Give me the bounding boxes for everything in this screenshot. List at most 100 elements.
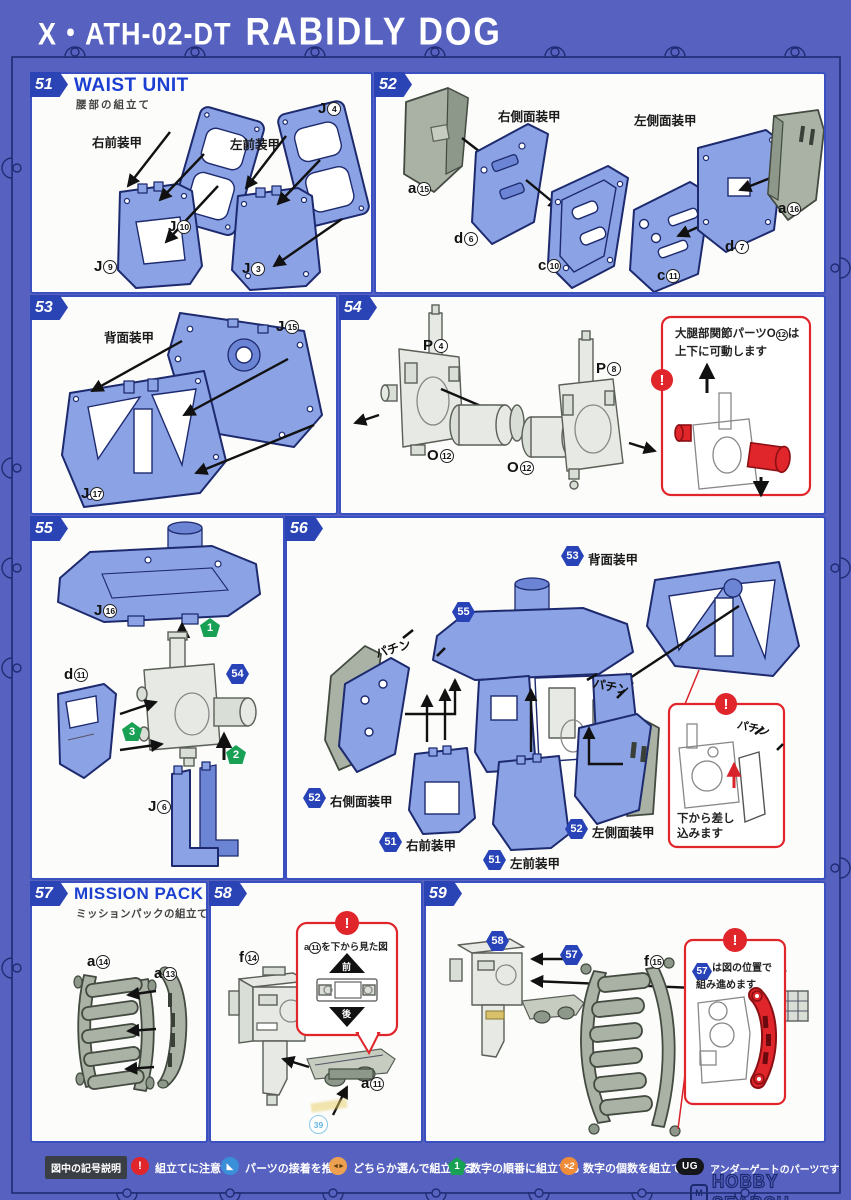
step-59-badge: 59 xyxy=(424,881,462,906)
step-58-badge: 58 xyxy=(209,881,247,906)
legend-item-undergate: アンダーゲートのパーツです xyxy=(710,1165,840,1176)
step-57-title: MISSION PACK xyxy=(74,884,204,903)
step-58-diagram xyxy=(228,921,399,1116)
ref-badge-55: 55 xyxy=(452,602,475,622)
label-left-front-armor-ref: 左前装甲 xyxy=(510,857,561,871)
count-icon: ×2 xyxy=(560,1157,578,1175)
rear-label: 後 xyxy=(342,1009,352,1019)
legend-item-warning: 組立てに注意 xyxy=(155,1163,221,1175)
ref-badge-54: 54 xyxy=(226,664,249,684)
hobby-search-logo-text: HOBBY SEARCH xyxy=(711,1170,789,1200)
ref-badge-57: 57 xyxy=(560,945,583,965)
ref-badge-51a: 51 xyxy=(379,832,402,852)
note-line2: 組み進めます xyxy=(696,980,756,991)
warning-icon: ! xyxy=(131,1157,149,1175)
step-56-diagram xyxy=(324,561,800,851)
step-51-badge: 51 xyxy=(30,72,68,97)
caution-icon: ! xyxy=(723,928,747,952)
hobby-search-flame-icon: M xyxy=(690,1183,708,1200)
step-54-badge: 54 xyxy=(339,295,377,320)
legend-item-order: 数字の順番に組立てる xyxy=(470,1163,580,1175)
ref-badge-53: 53 xyxy=(561,546,584,566)
ref-badge-52a: 52 xyxy=(303,788,326,808)
step-53-badge: 53 xyxy=(30,295,68,320)
order-badge-2: 2 xyxy=(226,745,246,764)
hobby-search-watermark: M HOBBY SEARCH xyxy=(690,1170,851,1200)
step-57-badge: 57 xyxy=(30,881,68,906)
legend-item-glue: パーツの接着を推奨 xyxy=(245,1163,344,1175)
label-right-front-armor: 右前装甲 xyxy=(92,136,143,150)
label-right-side-armor-ref: 右側面装甲 xyxy=(330,795,393,809)
step-53-diagram xyxy=(61,312,323,508)
label-back-armor-ref: 背面装甲 xyxy=(588,553,639,567)
ref-badge-52b: 52 xyxy=(565,819,588,839)
legend-item-count: 数字の個数を組立てる xyxy=(583,1163,693,1175)
caution-icon: ! xyxy=(715,693,737,715)
caution-icon: ! xyxy=(335,911,359,935)
label-right-side-armor: 右側面装甲 xyxy=(498,110,561,124)
step-59-diagram xyxy=(449,938,809,1137)
step-51-title: WAIST UNIT xyxy=(74,75,189,96)
step-51-subtitle: 腰部の組立て xyxy=(76,99,151,111)
ref-badge-58: 58 xyxy=(486,931,509,951)
step-59-panel: 59 xyxy=(424,881,826,1143)
choose-icon: ◄► xyxy=(329,1157,347,1175)
kit-title: X・ATH-02-DT RABIDLY DOG xyxy=(38,10,502,54)
label-left-side-armor: 左側面装甲 xyxy=(634,114,697,128)
note-line1: 下から差し xyxy=(677,813,735,825)
step-55-diagram xyxy=(57,521,261,867)
order-icon: 1 xyxy=(448,1157,466,1175)
label-right-front-armor-ref: 右前装甲 xyxy=(406,839,457,853)
order-badge-1: 1 xyxy=(200,618,220,637)
ref-badge-51b: 51 xyxy=(483,850,506,870)
step-52-diagram xyxy=(403,87,824,292)
legend-item-choose: どちらか選んで組立てる xyxy=(353,1163,474,1175)
front-label: 前 xyxy=(342,962,352,972)
watermark-page-number: 39 xyxy=(309,1115,328,1134)
label-back-armor: 背面装甲 xyxy=(104,331,155,345)
step-54-panel: 54 xyxy=(339,295,826,515)
kit-code: X・ATH-02-DT xyxy=(38,17,232,52)
caution-icon: ! xyxy=(651,369,673,391)
step-55-badge: 55 xyxy=(30,516,68,541)
undergate-icon: UG xyxy=(676,1158,704,1175)
step-52-badge: 52 xyxy=(374,72,412,97)
glue-icon: ◣ xyxy=(221,1157,239,1175)
step-56-panel: 56 xyxy=(285,516,826,880)
step-52-panel: 52 xyxy=(374,72,826,294)
legend-heading: 図中の記号説明 xyxy=(45,1156,127,1179)
step-57-subtitle: ミッションパックの組立て xyxy=(76,908,208,920)
step-51-diagram xyxy=(117,100,370,291)
step-57-diagram xyxy=(73,966,188,1092)
order-badge-3: 3 xyxy=(122,722,142,741)
